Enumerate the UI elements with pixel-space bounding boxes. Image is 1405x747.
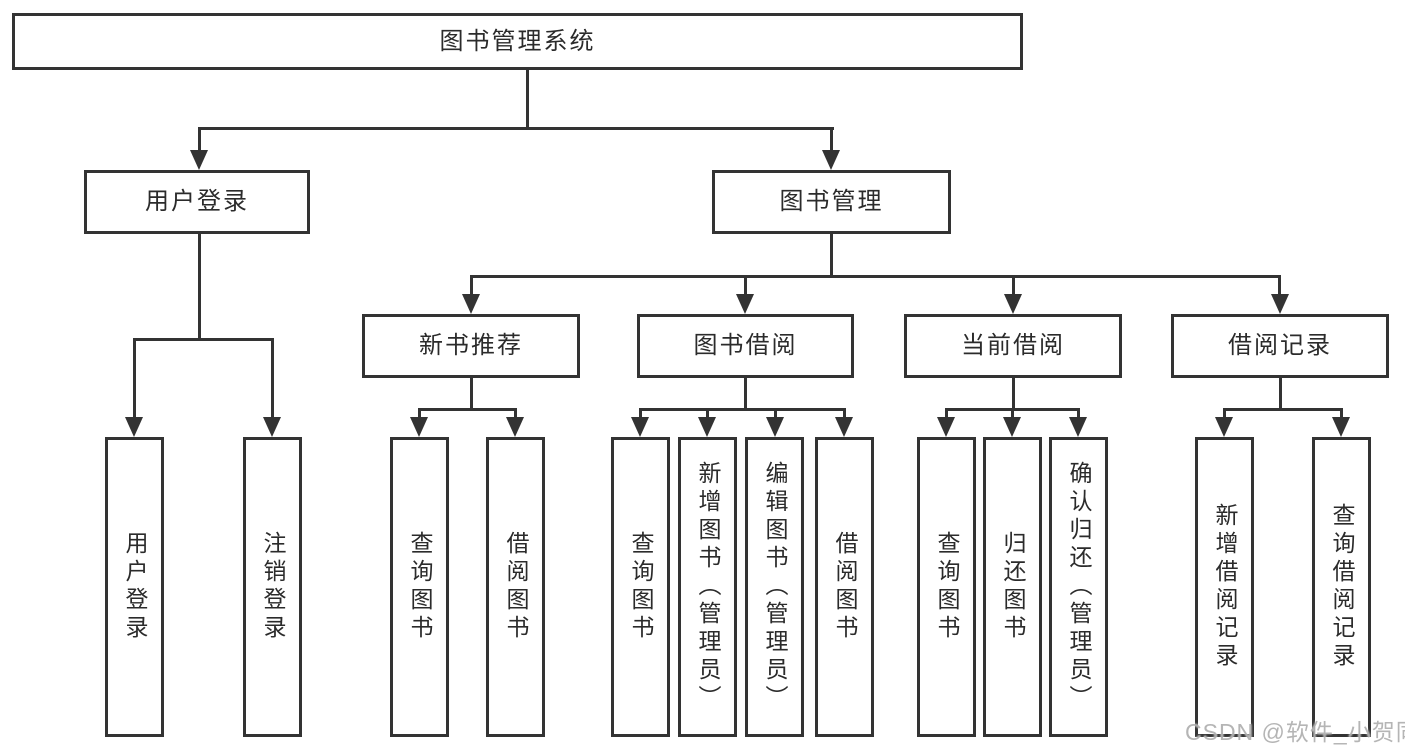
arrowhead-down-icon (937, 417, 955, 437)
node-new-book-recommend: 新书推荐 (362, 314, 580, 378)
connector-line-v (639, 408, 642, 421)
arrowhead-down-icon (766, 417, 784, 437)
connector-line-v (470, 275, 473, 299)
leaf-borrow-books: 借阅图书 (815, 437, 874, 737)
arrowhead-down-icon (410, 417, 428, 437)
leaf-query-books-current: 查询图书 (917, 437, 976, 737)
connector-line-v (945, 408, 948, 421)
arrowhead-down-icon (1271, 294, 1289, 314)
leaf-borrow-books-recommend: 借阅图书 (486, 437, 545, 737)
connector-line-v (1278, 275, 1281, 299)
connector-line-v (198, 234, 201, 338)
connector-line-v (744, 378, 747, 408)
node-book-management: 图书管理 (712, 170, 951, 234)
arrowhead-down-icon (506, 417, 524, 437)
leaf-query-books-borrowing: 查询图书 (611, 437, 670, 737)
connector-line-v (470, 378, 473, 408)
connector-line-v (1223, 408, 1226, 421)
arrowhead-down-icon (1069, 417, 1087, 437)
connector-line-v (133, 338, 136, 420)
arrowhead-down-icon (125, 417, 143, 437)
connector-line-v (271, 338, 274, 420)
connector-line-v (843, 408, 846, 421)
connector-line-v (774, 408, 777, 421)
node-current-borrowing: 当前借阅 (904, 314, 1122, 378)
leaf-logout-login: 注销登录 (243, 437, 302, 737)
connector-line-v (1011, 408, 1014, 421)
connector-line-v (1279, 378, 1282, 408)
arrowhead-down-icon (835, 417, 853, 437)
arrowhead-down-icon (1215, 417, 1233, 437)
connector-line-v (830, 234, 833, 275)
leaf-add-borrow-record: 新增借阅记录 (1195, 437, 1254, 737)
connector-line-h (133, 338, 274, 341)
arrowhead-down-icon (1003, 417, 1021, 437)
node-library-system: 图书管理系统 (12, 13, 1023, 70)
node-user-login: 用户登录 (84, 170, 310, 234)
leaf-query-books-recommend: 查询图书 (390, 437, 449, 737)
arrowhead-down-icon (1004, 294, 1022, 314)
connector-line-v (514, 408, 517, 421)
leaf-query-borrow-record: 查询借阅记录 (1312, 437, 1371, 737)
connector-line-v (1012, 275, 1015, 299)
connector-line-h (1224, 408, 1342, 411)
arrowhead-down-icon (698, 417, 716, 437)
connector-line-h (470, 275, 1281, 278)
leaf-user-login: 用户登录 (105, 437, 164, 737)
node-borrowing-records: 借阅记录 (1171, 314, 1389, 378)
connector-line-v (830, 127, 833, 153)
connector-line-v (1077, 408, 1080, 421)
arrowhead-down-icon (631, 417, 649, 437)
arrowhead-down-icon (190, 150, 208, 170)
connector-line-v (706, 408, 709, 421)
node-book-borrowing: 图书借阅 (637, 314, 854, 378)
arrowhead-down-icon (822, 150, 840, 170)
arrowhead-down-icon (263, 417, 281, 437)
connector-line-v (418, 408, 421, 421)
connector-line-h (198, 127, 834, 130)
leaf-edit-book-admin: 编辑图书（管理员） (745, 437, 804, 737)
connector-line-h (419, 408, 517, 411)
arrowhead-down-icon (736, 294, 754, 314)
connector-line-v (526, 70, 529, 127)
leaf-add-book-admin: 新增图书（管理员） (678, 437, 737, 737)
connector-line-v (1340, 408, 1343, 421)
arrowhead-down-icon (1332, 417, 1350, 437)
connector-line-v (744, 275, 747, 299)
connector-line-v (1012, 378, 1015, 408)
arrowhead-down-icon (462, 294, 480, 314)
leaf-return-books: 归还图书 (983, 437, 1042, 737)
leaf-confirm-return-admin: 确认归还（管理员） (1049, 437, 1108, 737)
connector-line-h (640, 408, 845, 411)
connector-line-v (198, 127, 201, 153)
